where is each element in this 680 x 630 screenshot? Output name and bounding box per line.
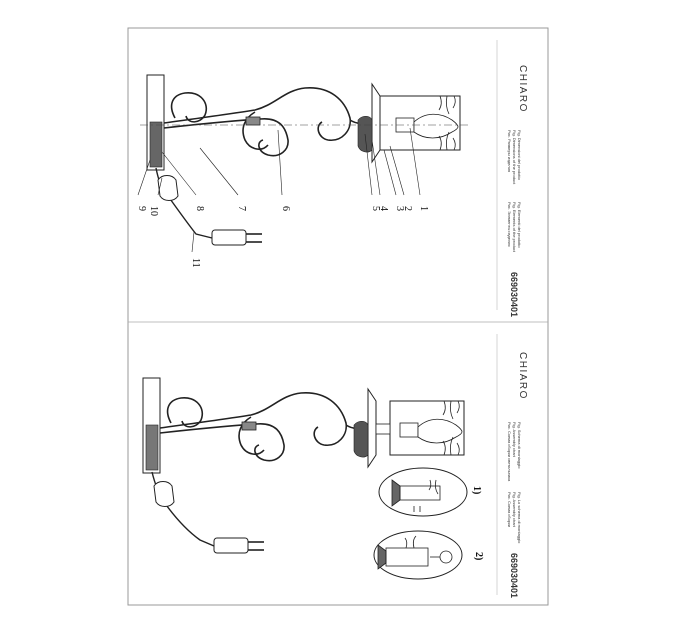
step-1-label: 1) bbox=[471, 486, 482, 494]
collar bbox=[241, 421, 257, 431]
step-2-label: 2) bbox=[473, 552, 484, 560]
candle-cup bbox=[367, 387, 377, 469]
caption-b-line-2: Fig. Assembly chart bbox=[512, 492, 517, 528]
bulb bbox=[413, 113, 459, 139]
wax-drips bbox=[438, 95, 456, 151]
callout-10: 10 bbox=[148, 206, 159, 216]
brand-logo: CHIARO bbox=[517, 352, 528, 400]
caption-a-line-3: Fig. Dimensioni del prodotto bbox=[517, 130, 522, 181]
drip-tray bbox=[353, 420, 369, 458]
wax-drips bbox=[442, 400, 460, 456]
caption-a-line-1: Рис. Схема сборки светильника bbox=[507, 422, 512, 482]
callout-3: 3 bbox=[394, 206, 405, 211]
assembly-step-2-drawing bbox=[377, 535, 453, 570]
plug bbox=[213, 537, 249, 554]
product-code: 669030401 bbox=[509, 272, 519, 317]
switch bbox=[153, 481, 175, 507]
product-code: 669030401 bbox=[509, 553, 519, 598]
callout-2: 2 bbox=[402, 206, 413, 211]
callout-9: 9 bbox=[136, 206, 147, 211]
assembly-step-1-drawing bbox=[391, 479, 441, 512]
callout-11: 11 bbox=[190, 258, 201, 268]
callout-6: 6 bbox=[280, 206, 291, 211]
caption-a-line-3: Fig. Schema di montaggio bbox=[517, 422, 522, 469]
brand-logo: CHIARO bbox=[517, 65, 528, 113]
bulb bbox=[417, 418, 463, 444]
scroll-arm bbox=[159, 392, 365, 462]
caption-b-line-2: Fig. Elements of the product bbox=[512, 202, 517, 253]
wall-plate-cover bbox=[149, 121, 163, 168]
caption-a-line-2: Fig. Dimensions of the product bbox=[512, 130, 517, 185]
plug bbox=[211, 229, 247, 246]
switch bbox=[157, 175, 179, 201]
callout-7: 7 bbox=[236, 206, 247, 211]
caption-b-line-3: Fig. Lo schema di montaggio bbox=[517, 492, 522, 544]
scroll-arm bbox=[163, 87, 369, 157]
bottom-panel: 1) 2) CHIARO Рис. Схема сборки светильни… bbox=[142, 352, 528, 598]
assembly-step-2-inset bbox=[373, 530, 463, 580]
callout-5: 5 bbox=[370, 206, 381, 211]
leader-lines bbox=[137, 127, 421, 253]
socket-rod bbox=[375, 423, 391, 435]
top-panel: 1 2 3 4 5 6 7 8 9 10 11 CHIARO Рис. Разм… bbox=[136, 65, 528, 317]
assembly-step-1-inset bbox=[378, 467, 468, 517]
callout-4: 4 bbox=[378, 206, 389, 211]
caption-a-line-2: Fig. Assembly chart bbox=[512, 422, 517, 458]
collar bbox=[245, 116, 261, 126]
callout-1: 1 bbox=[418, 206, 429, 211]
caption-b-line-3: Fig. Elementi del prodotto bbox=[517, 202, 522, 248]
wall-plate-cover bbox=[145, 424, 159, 471]
caption-b-line-1: Рис. Схема сборки bbox=[507, 492, 512, 527]
page-frame bbox=[127, 27, 549, 606]
socket bbox=[399, 422, 419, 438]
caption-b-line-1: Рис. Элементы изделия bbox=[507, 202, 512, 247]
caption-a-line-1: Рис. Размеры изделия bbox=[507, 130, 512, 172]
callout-8: 8 bbox=[194, 206, 205, 211]
